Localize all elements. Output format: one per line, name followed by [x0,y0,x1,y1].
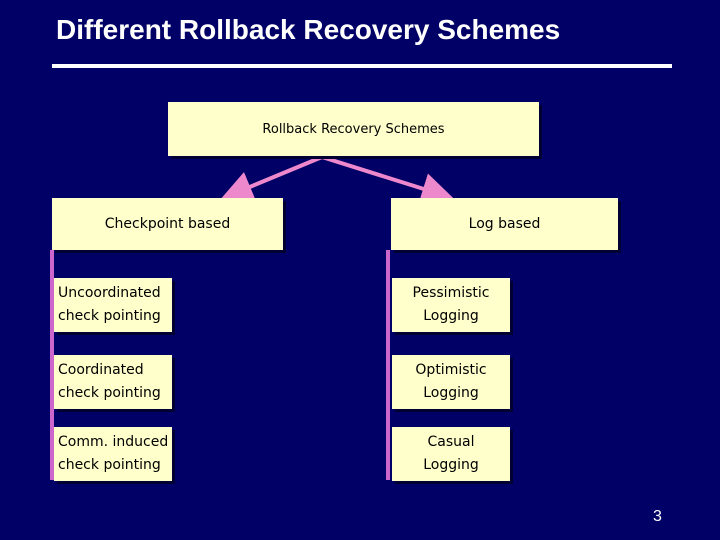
node-label: Uncoordinated [58,285,161,301]
uncoordinated-checkpointing-node: Uncoordinated check pointing [54,278,172,332]
log-based-node: Log based [391,198,618,250]
page-number: 3 [653,508,662,525]
node-label: check pointing [58,308,161,324]
slide-title: Different Rollback Recovery Schemes [56,14,561,45]
arrow-to-log [321,155,454,205]
node-label: Comm. induced [58,434,169,450]
node-label: Coordinated [58,362,144,378]
comm-induced-checkpointing-node: Comm. induced check pointing [54,427,172,481]
node-label: Optimistic [415,362,487,378]
coordinated-checkpointing-node: Coordinated check pointing [54,355,172,409]
node-label: Casual [427,434,475,450]
node-label: check pointing [58,385,161,401]
left-branch-bar [50,250,54,480]
right-branch-bar [386,250,390,480]
title-underline [52,64,672,68]
checkpoint-based-node: Checkpoint based [52,198,283,250]
node-label: Logging [423,308,479,324]
node-label: Logging [423,457,479,473]
node-label: check pointing [58,457,161,473]
node-label: Logging [423,385,479,401]
root-node: Rollback Recovery Schemes [168,102,539,156]
arrow-to-checkpoint [220,155,323,202]
node-label: Pessimistic [412,285,490,301]
